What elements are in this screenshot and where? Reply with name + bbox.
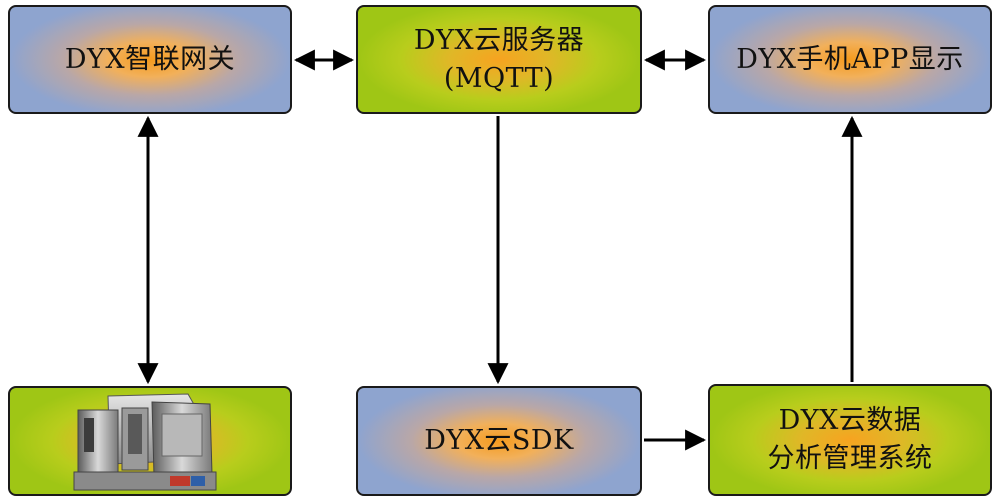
- cloud-server-label: DYX云服务器: [413, 24, 585, 56]
- gateway-label: DYX智联网关: [64, 43, 236, 75]
- mobile-app-box: DYX手机APP显示: [708, 5, 992, 114]
- mobile-app-label: DYX手机APP显示: [736, 43, 964, 75]
- analytics-system-label: DYX云数据: [778, 405, 922, 437]
- cloud-sdk-label: DYX云SDK: [424, 425, 574, 457]
- machine-tool-icon: [73, 393, 217, 491]
- cloud-sdk-box: DYX云SDK: [356, 386, 642, 496]
- analytics-system-box: DYX云数据 分析管理系统: [708, 384, 992, 496]
- cloud-server-box: DYX云服务器 (MQTT): [356, 5, 642, 114]
- gateway-box: DYX智联网关: [8, 5, 292, 114]
- cloud-server-protocol: (MQTT): [443, 62, 555, 94]
- analytics-system-label-2: 分析管理系统: [767, 443, 933, 474]
